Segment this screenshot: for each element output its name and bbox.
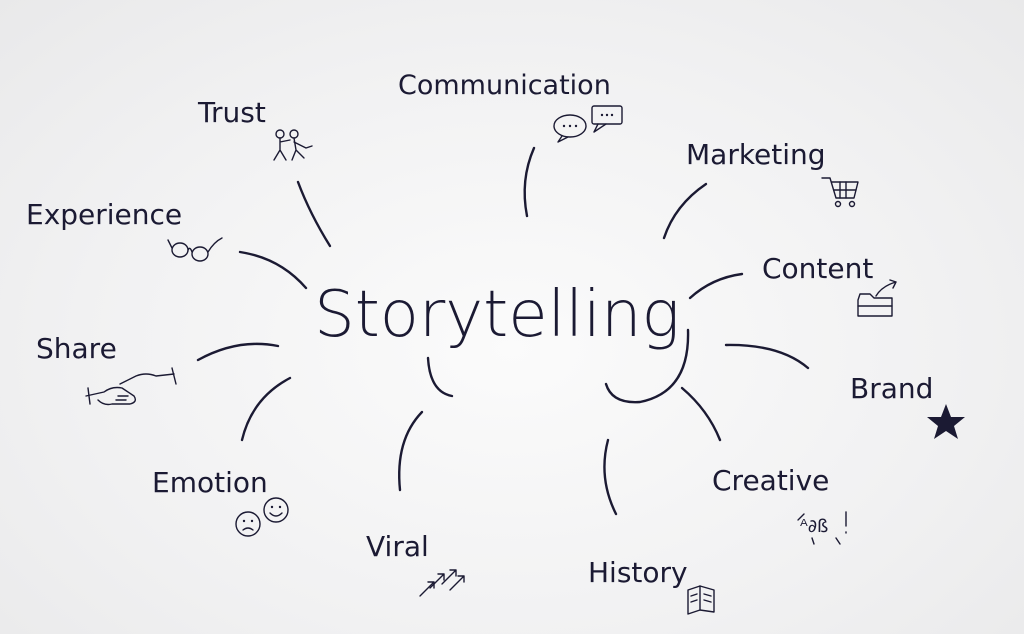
connector-trust [296, 180, 332, 248]
connector-share [196, 342, 280, 362]
connector-content [688, 272, 744, 300]
handshake-icon [85, 367, 177, 406]
node-emotion-label: Emotion [152, 466, 268, 499]
svg-text:ᴬ∂ß: ᴬ∂ß [800, 516, 828, 537]
node-brand-label: Brand [850, 372, 933, 405]
book-icon [687, 585, 715, 615]
shopping-cart-icon [821, 177, 859, 208]
arrows-icon [419, 569, 465, 597]
node-trust-label: Trust [197, 96, 266, 129]
connector-emotion [240, 376, 292, 442]
node-viral-label: Viral [366, 530, 429, 563]
connector-communication [523, 146, 536, 218]
connector-experience [238, 250, 308, 290]
node-share-label: Share [36, 332, 117, 365]
node-history-label: History [588, 556, 688, 589]
node-content-label: Content [762, 252, 873, 285]
node-creative-label: Creative [712, 464, 829, 497]
center-flourish [426, 328, 690, 404]
folder-icon [857, 279, 897, 317]
connector-brand [724, 343, 810, 370]
doodles-icon: ᴬ∂ß [797, 511, 847, 545]
connector-viral [398, 410, 424, 492]
speech-bubbles-icon [553, 105, 623, 143]
people-icon [273, 129, 313, 161]
node-experience-label: Experience [26, 198, 182, 231]
glasses-icon [167, 237, 223, 262]
connector-marketing [662, 182, 708, 240]
connector-history [603, 438, 618, 516]
faces-icon [235, 497, 289, 537]
star-icon [927, 404, 965, 439]
node-marketing-label: Marketing [686, 138, 826, 171]
connector-creative [680, 386, 722, 442]
node-communication-label: Communication [398, 70, 611, 101]
connectors [196, 146, 810, 516]
center-topic: Storytelling [314, 278, 680, 352]
